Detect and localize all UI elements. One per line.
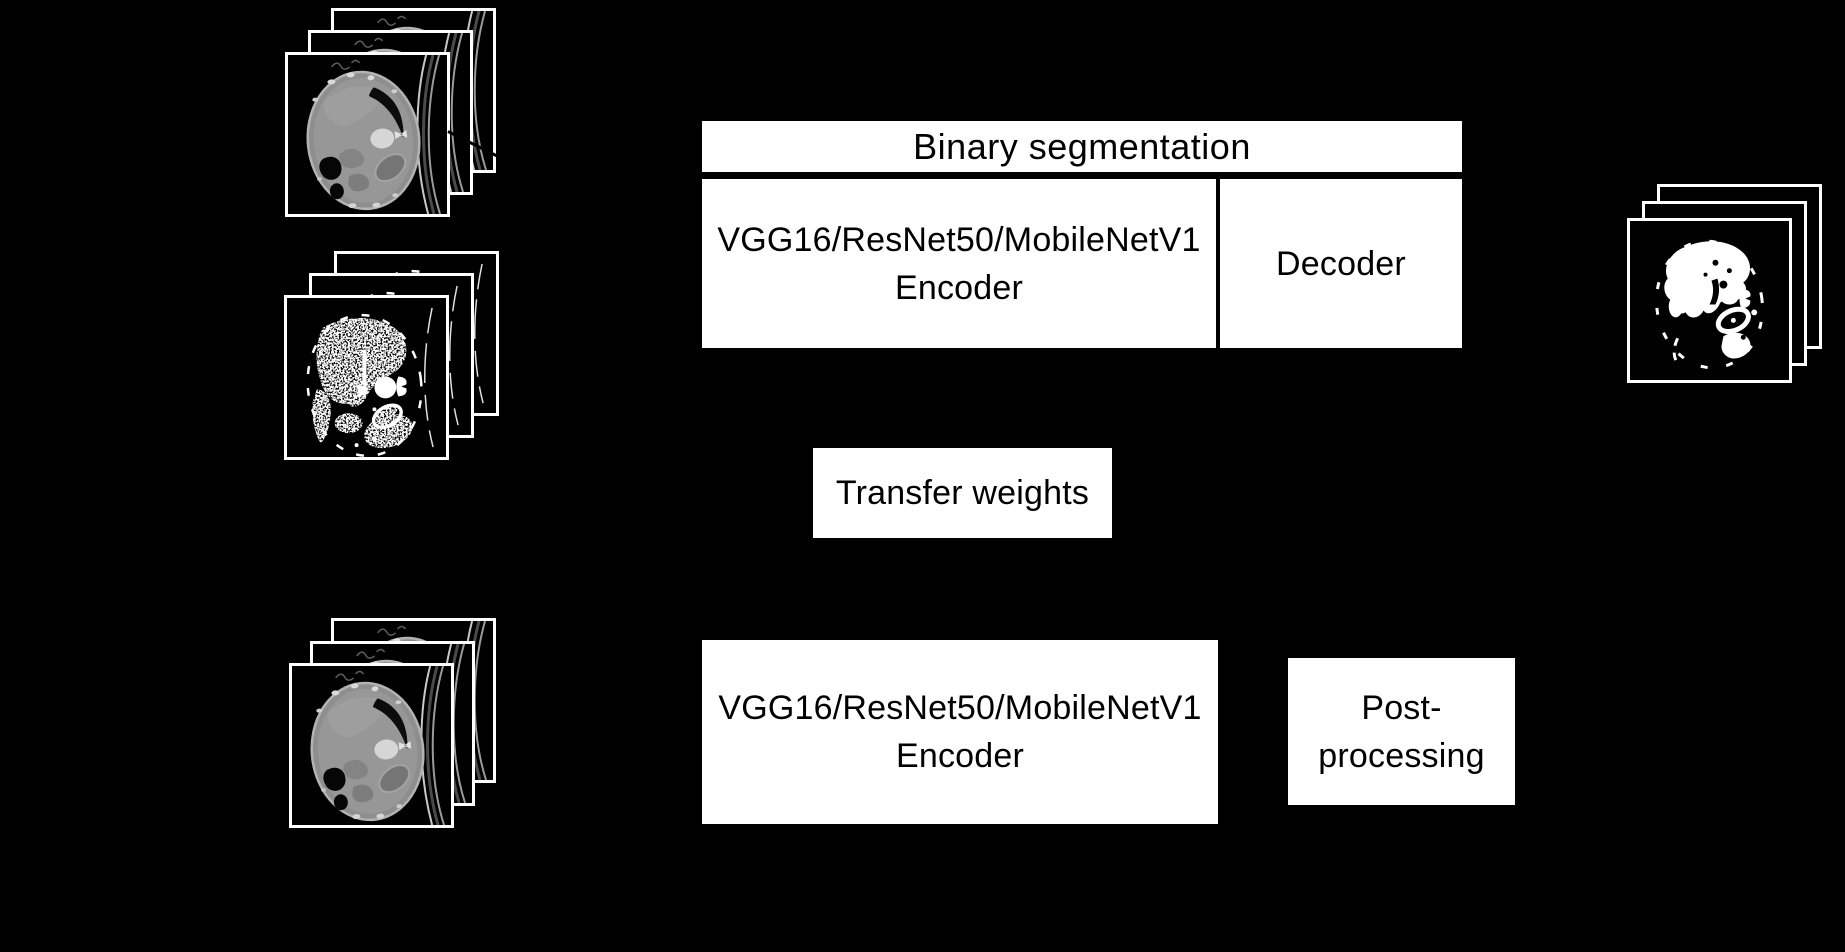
finetune-encoder-box: VGG16/ResNet50/MobileNetV1 Encoder [702, 640, 1218, 824]
finetune-encoder-line2: Encoder [895, 737, 1025, 775]
encoder-cell: VGG16/ResNet50/MobileNetV1 Encoder [702, 179, 1216, 348]
input-ct-stack-bottom [289, 618, 497, 829]
input-ct-stack-top [285, 8, 497, 218]
encoder-label-line2: Encoder [894, 268, 1024, 307]
output-mask-frame-front [1627, 218, 1792, 383]
binary-mask-stack [284, 251, 500, 461]
output-mask-stack [1627, 184, 1823, 384]
binary-segmentation-header: Binary segmentation [702, 121, 1462, 172]
transfer-weights-label: Transfer weights [835, 474, 1090, 512]
post-processing-line1: Post- [1361, 688, 1442, 727]
decoder-label: Decoder [1276, 244, 1406, 283]
post-processing-box: Post- processing [1288, 658, 1515, 805]
finetune-encoder-line1: VGG16/ResNet50/MobileNetV1 [718, 689, 1202, 727]
encoder-label-line1: VGG16/ResNet50/MobileNetV1 [717, 220, 1201, 259]
transfer-weights-box: Transfer weights [813, 448, 1112, 538]
binary-segmentation-header-label: Binary segmentation [913, 125, 1251, 167]
decoder-cell: Decoder [1220, 179, 1462, 348]
mask-slice-frame-front [284, 295, 449, 460]
post-processing-line2: processing [1318, 736, 1485, 775]
ct-slice-frame-front [289, 663, 454, 828]
ct-slice-frame-front [285, 52, 450, 217]
